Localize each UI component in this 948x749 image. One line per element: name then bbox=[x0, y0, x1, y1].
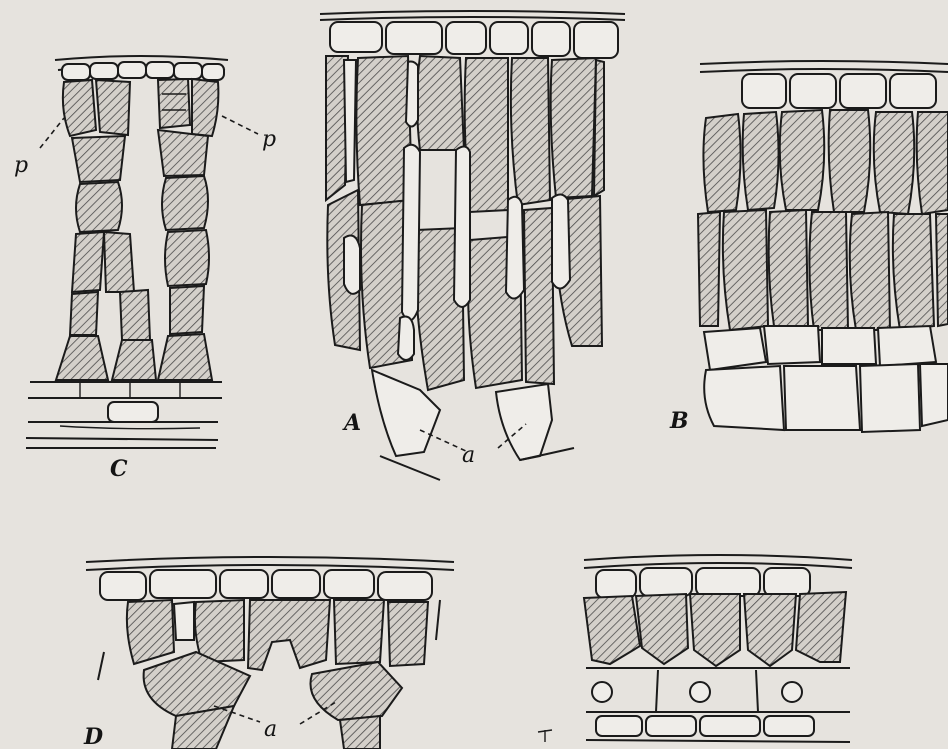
panel-b-label: B bbox=[669, 408, 689, 434]
panel-c-left-column bbox=[56, 80, 156, 380]
panel-a-label: A bbox=[342, 410, 361, 436]
panel-d-pointer-label: a bbox=[264, 717, 277, 742]
panel-c-label: C bbox=[110, 456, 128, 482]
panel-b-palisade-upper bbox=[703, 110, 948, 214]
panel-b-palisade-lower bbox=[698, 210, 948, 330]
panel-b: B bbox=[669, 61, 948, 434]
panel-c-lower-layers bbox=[26, 382, 222, 448]
panel-e-palisade bbox=[584, 592, 846, 666]
panel-b-lower-cells bbox=[704, 326, 948, 432]
panel-a-epidermis bbox=[330, 22, 618, 58]
panel-c-pointer-label-right: p bbox=[262, 127, 276, 152]
panel-c-pointer-left bbox=[40, 118, 64, 148]
panel-c-pointer-right bbox=[222, 116, 258, 134]
panel-b-epidermis bbox=[742, 74, 936, 108]
panel-d: D a bbox=[83, 557, 454, 749]
panel-c-pointer-label-left: p bbox=[14, 153, 28, 178]
panel-a-pointer-label: a bbox=[462, 443, 475, 468]
panel-e-spongy bbox=[586, 668, 850, 742]
panel-d-label: D bbox=[83, 724, 103, 749]
panel-c-right-column bbox=[158, 79, 218, 380]
panel-c-epidermis bbox=[62, 62, 224, 80]
panel-d-epidermis bbox=[100, 570, 432, 600]
panel-e-label-fragment bbox=[538, 730, 552, 742]
panel-e bbox=[538, 555, 852, 742]
panel-a: A a bbox=[320, 11, 625, 480]
panel-c: p p C bbox=[14, 56, 276, 482]
